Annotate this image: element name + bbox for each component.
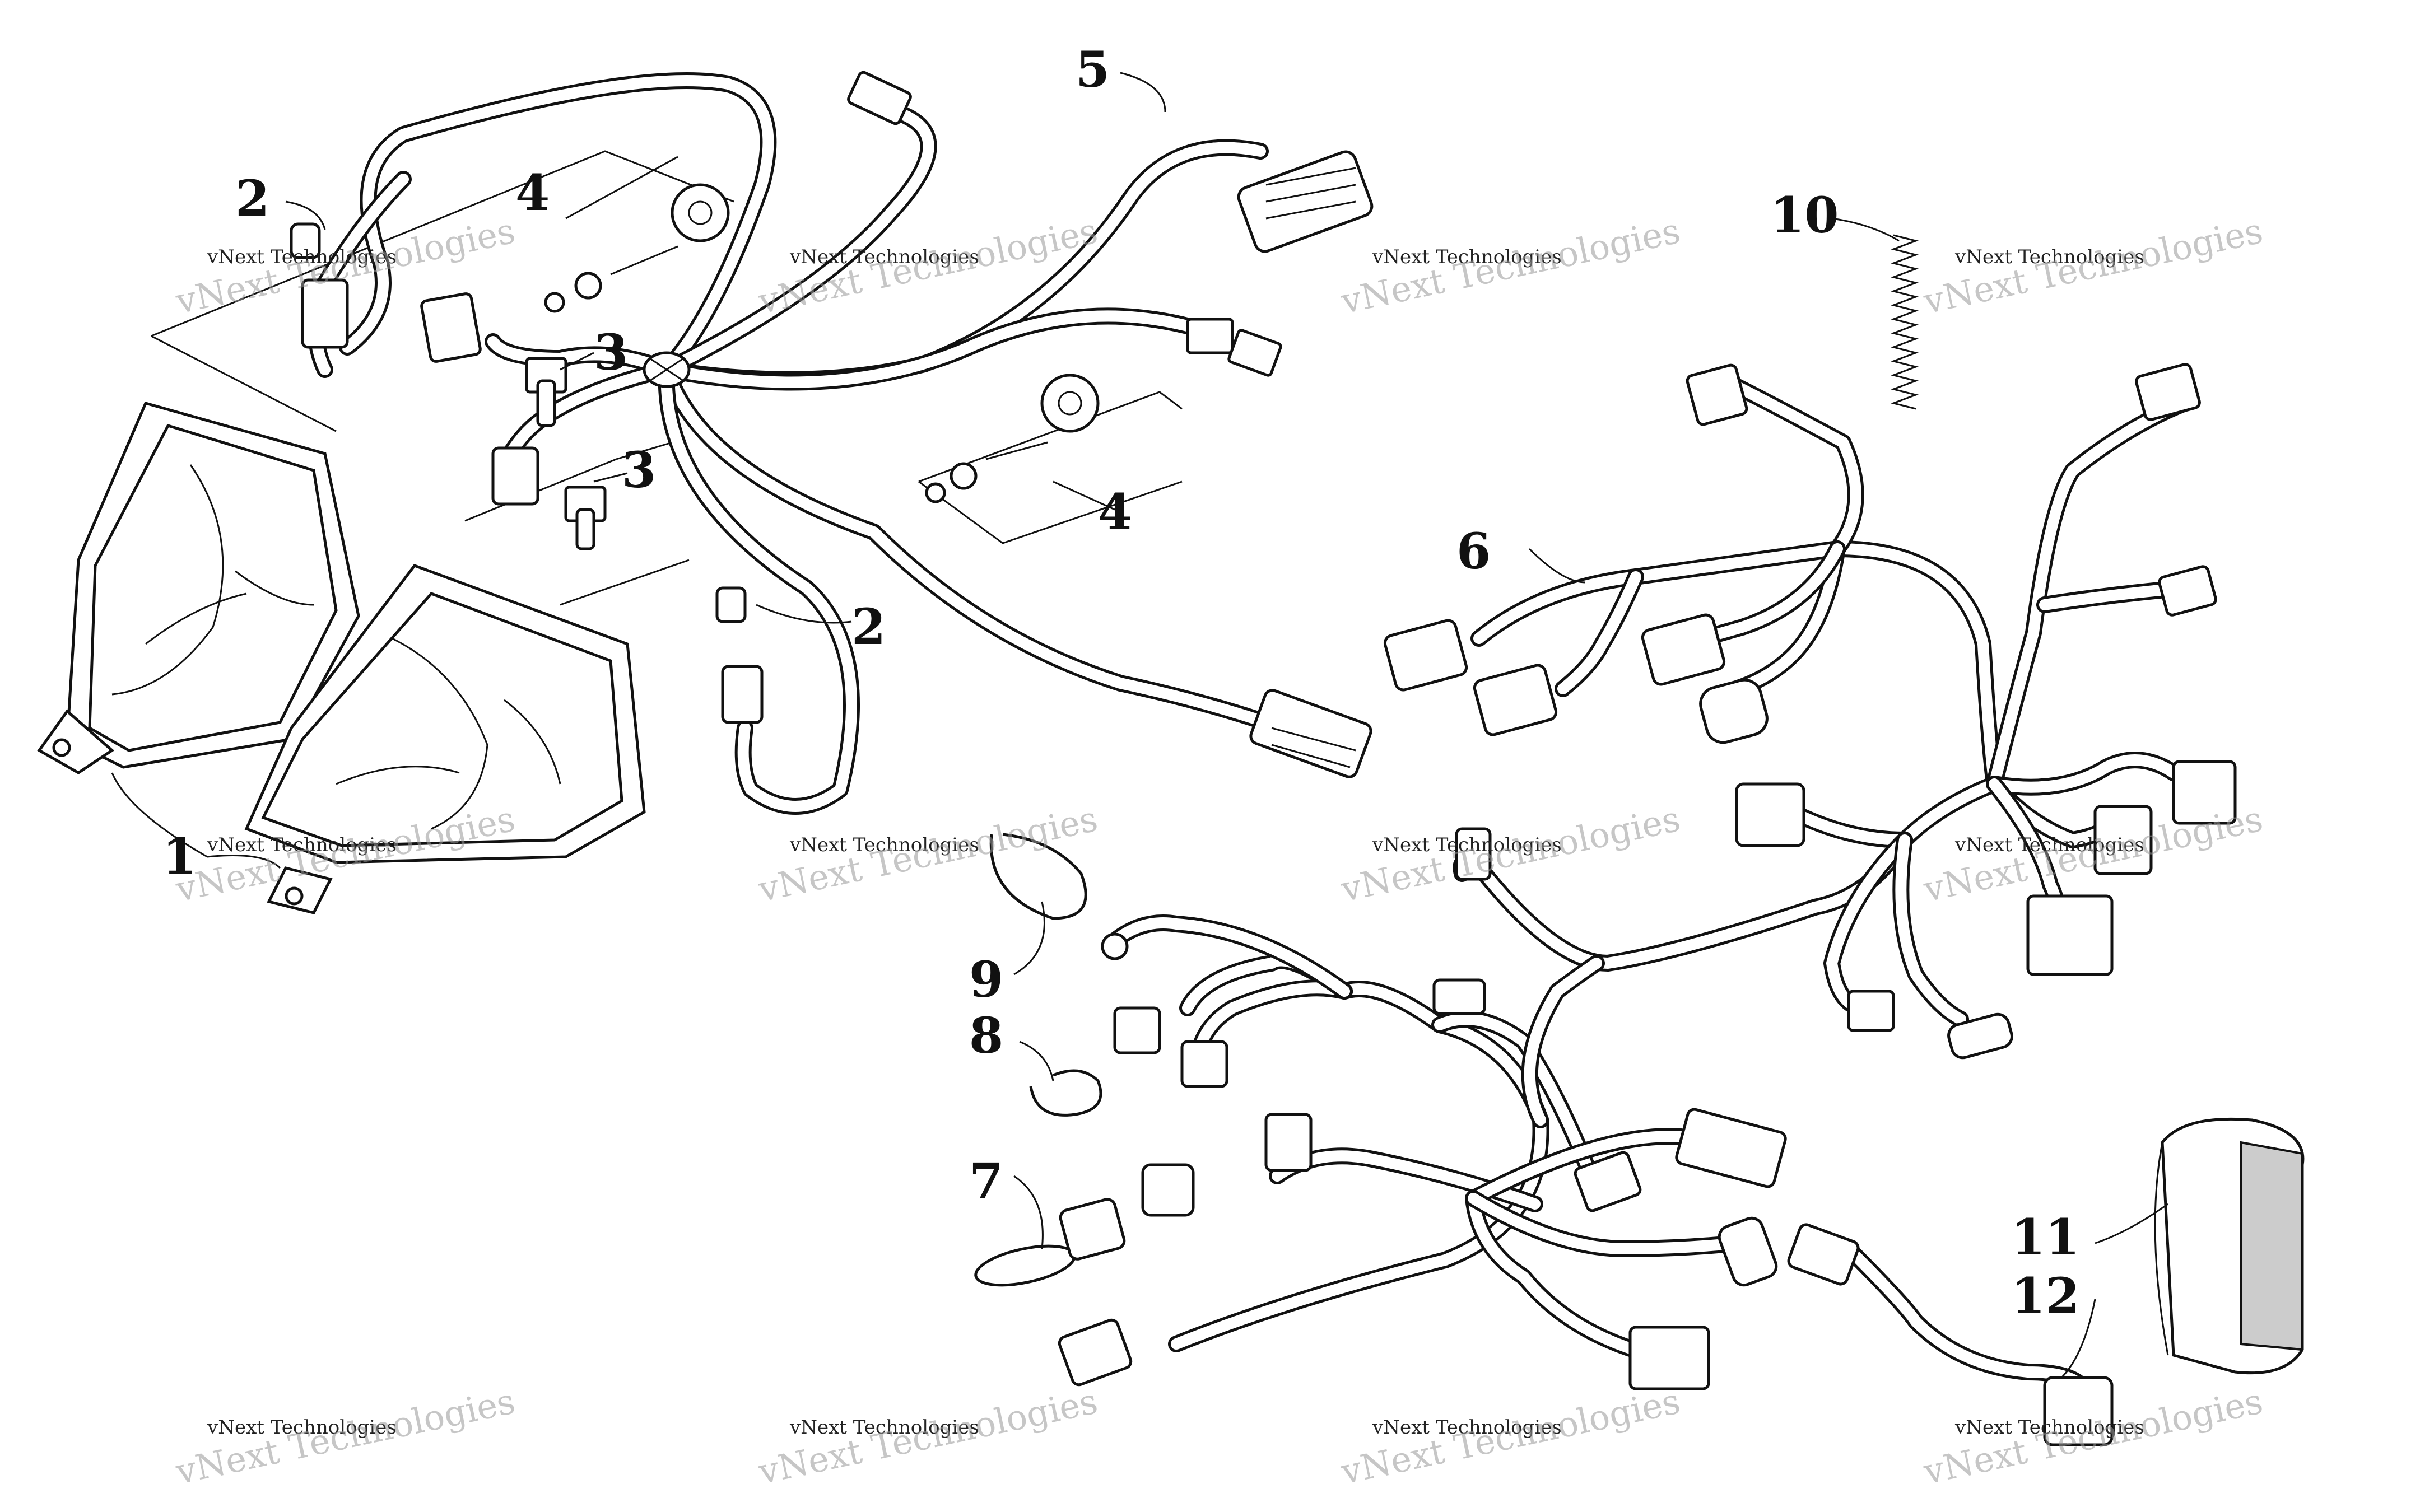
callout-1: 1 [162, 827, 197, 885]
svg-text:vNext Technologies: vNext Technologies [1954, 1416, 2144, 1439]
svg-text:vNext Technologies: vNext Technologies [789, 246, 979, 268]
main-harness-connectors [1383, 363, 2237, 1060]
callout-11: 11 [2011, 1208, 2079, 1266]
sensor-lead [974, 1198, 1126, 1287]
callout-7: 7 [969, 1152, 1003, 1210]
svg-text:vNext Technologies: vNext Technologies [1954, 834, 2144, 856]
callout-labels: 1 2 2 3 3 4 4 5 6 7 8 9 10 11 12 [162, 40, 2079, 1325]
tie-item-9 [989, 833, 1087, 920]
callout-10: 10 [1770, 186, 1839, 244]
rear-harness-connectors [1058, 827, 2114, 1446]
svg-text:vNext Technologies: vNext Technologies [207, 246, 397, 268]
leader-lines [111, 72, 2168, 1379]
headlight-left [37, 401, 360, 774]
svg-text:vNext Technologies: vNext Technologies [789, 834, 979, 856]
rear-harness [1106, 914, 2092, 1397]
callout-3-upper: 3 [594, 323, 628, 381]
svg-text:vNext Technologies: vNext Technologies [789, 1416, 979, 1439]
clip-item-8 [1029, 1069, 1102, 1117]
callout-12: 12 [2011, 1267, 2079, 1325]
callout-8: 8 [969, 1006, 1003, 1065]
callout-3-lower: 3 [622, 441, 656, 499]
svg-text:vNext Technologies: vNext Technologies [1954, 246, 2144, 268]
bulb-upper [525, 357, 567, 427]
front-harness-connectors [290, 71, 1374, 778]
svg-text:vNext Technologies: vNext Technologies [207, 1416, 397, 1439]
svg-text:vNext Technologies: vNext Technologies [207, 834, 397, 856]
adjuster-lower [925, 374, 1100, 503]
callout-2-upper: 2 [235, 169, 269, 227]
bulb-lower [564, 486, 607, 550]
callout-9: 9 [969, 950, 1003, 1009]
callout-4-lower: 4 [1098, 483, 1132, 541]
svg-text:vNext Technologies: vNext Technologies [1372, 246, 1562, 268]
main-harness [1453, 378, 2193, 1028]
adjuster-upper [544, 183, 730, 313]
headlight-bracket-lines [151, 150, 1183, 606]
sleeve-item-11 [2154, 1117, 2305, 1375]
spring-item-10 [1890, 234, 1919, 410]
callout-5: 5 [1076, 40, 1110, 99]
callout-4-upper: 4 [515, 164, 550, 222]
callout-6: 6 [1456, 522, 1491, 580]
svg-text:vNext Technologies: vNext Technologies [1372, 1416, 1562, 1439]
svg-text:vNext Technologies: vNext Technologies [1372, 834, 1562, 856]
headlight-right [244, 564, 646, 914]
callout-2-lower: 2 [851, 598, 886, 656]
